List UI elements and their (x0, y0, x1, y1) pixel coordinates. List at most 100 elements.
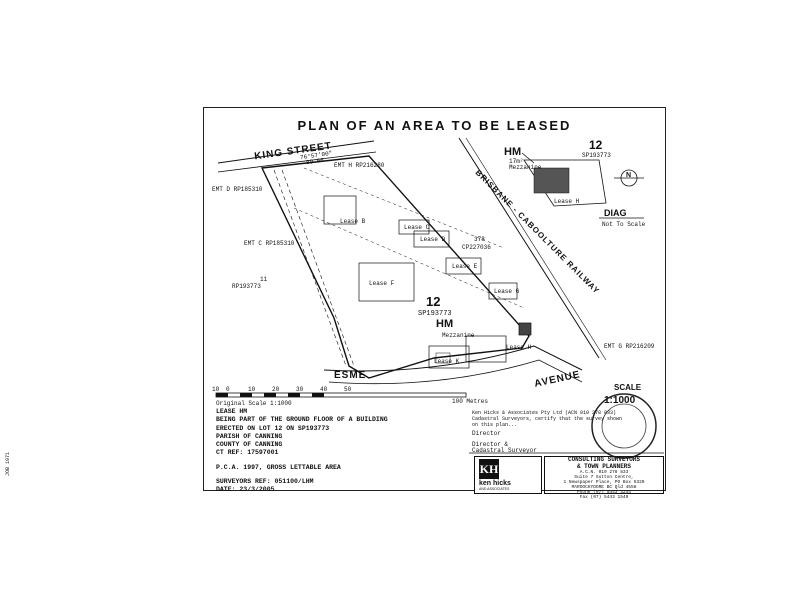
consultants-line: Phone (07) 5443 3244 (576, 490, 631, 495)
scale-bar-segment-2 (240, 393, 252, 397)
lease-k-sub (435, 352, 451, 364)
esme-avenue-line (323, 345, 583, 372)
scale-bar-segment (216, 393, 228, 397)
lot-11-label: 11 (260, 276, 268, 283)
easement-d-label: EMT D RP185310 (212, 186, 263, 193)
lease-k-building (428, 345, 470, 369)
certificate-line-1: Ken Hicks & Associates Pty Ltd (ACN 010 … (472, 410, 617, 416)
lease-info-line: BEING PART OF THE GROUND FLOOR OF A BUIL… (216, 416, 388, 424)
railway-line (458, 137, 600, 359)
diag-lot-label: 12 (589, 138, 603, 152)
consultants-line: 1 Newspaper Place, PO Box 5320 (563, 480, 645, 485)
logo-subtitle: AND ASSOCIATES (479, 487, 510, 491)
consultants-line: MAROOCHYDORE BC Qld 4558 (571, 485, 637, 490)
lot-12-plan-label: SP193773 (418, 310, 452, 318)
consultants-line: Fax (07) 5443 1549 (579, 495, 629, 500)
easement-line-2 (281, 169, 355, 367)
plan-sheet: PLAN OF AN AREA TO BE LEASED (203, 107, 666, 500)
easement-line-3 (293, 207, 525, 309)
easement-h-label: EMT H RP216280 (334, 162, 385, 169)
diag-plan-label: SP193773 (582, 152, 611, 159)
lot-12-boundary (260, 155, 530, 379)
certificate-line-2: Cadastral Surveyors, certify that the su… (472, 416, 623, 422)
lease-f-building (358, 262, 415, 302)
certificate-line-3: on this plan... (472, 422, 518, 428)
hm-label: HM (436, 318, 454, 330)
scale-bar (215, 392, 467, 398)
plan-title: PLAN OF AN AREA TO BE LEASED (297, 118, 572, 133)
lease-info-line: COUNTY OF CANNING (216, 441, 283, 449)
mezzanine-label: Mezzanine (442, 332, 475, 339)
company-logo: KH ken hicks AND ASSOCIATES (474, 456, 542, 494)
surveyors-ref: SURVEYORS REF: 051100/LHM (216, 478, 314, 486)
scale-tick-label: 10 (248, 386, 256, 393)
cadastral-surveyor-label: Cadastral Surveyor (472, 447, 537, 454)
scale-tick-label: 0 (226, 386, 230, 393)
scale-ratio: 1:1000 (604, 395, 636, 406)
scale-tick-label: 10 (212, 386, 220, 393)
company-seal (591, 393, 657, 459)
scale-tick-label: 40 (320, 386, 328, 393)
scale-label: SCALE (614, 383, 642, 392)
railway-line-2 (465, 137, 607, 361)
scale-bar-segment-5 (312, 393, 324, 397)
diag-hm-label: HM (504, 146, 522, 158)
scale-tick-label: 50 (344, 386, 352, 393)
lease-g-building (488, 282, 518, 300)
lease-info-line: PARISH OF CANNING (216, 432, 283, 440)
lease-h-label: Lease H (506, 344, 532, 351)
company-seal-inner (601, 403, 647, 449)
diag-mezz-area: 17m² (509, 158, 524, 165)
lease-d-building (413, 230, 450, 248)
easement-g-label: EMT G RP216209 (604, 343, 655, 350)
lot-12-label: 12 (426, 294, 441, 309)
lot-11-plan-label: RP193773 (232, 283, 261, 290)
diag-mezzanine: Mezzanine (509, 164, 542, 171)
scale-tick-label: 20 (272, 386, 280, 393)
north-arrow-label: N (626, 172, 632, 179)
diag-hm-arrow (521, 152, 535, 164)
esme-avenue-line-2 (328, 359, 583, 385)
consultants-line: A.C.N. 010 278 833 (579, 470, 629, 475)
lease-b-building (323, 195, 357, 225)
lease-c-label: Lease C (404, 224, 430, 231)
king-street-line (217, 140, 375, 164)
lease-h-building (465, 335, 507, 363)
lease-info-block: LEASE HM BEING PART OF THE GROUND FLOOR … (216, 408, 388, 495)
lease-info-line: CT REF: 17597001 (216, 449, 279, 457)
consultants-line: Suite 7 Sutton Centre, (574, 475, 634, 480)
original-scale-label: Original Scale 1:1000 (216, 400, 292, 407)
scale-bar-segment-3 (264, 393, 276, 397)
consultants-line: CONSULTING SURVEYORS (567, 456, 640, 463)
pca-line: P.C.A. 1997, GROSS LETTABLE AREA (216, 463, 341, 471)
lease-b-label: Lease B (340, 218, 366, 225)
lease-k-label: Lease K (434, 358, 460, 365)
diag-title: DIAG (604, 208, 627, 218)
consultants-line: & TOWN PLANNERS (576, 462, 631, 470)
lease-e-label: Lease E (452, 263, 478, 270)
side-note: JOB 1971 (5, 451, 11, 476)
king-street-line-2 (217, 151, 377, 173)
lease-info-line: ERECTED ON LOT 12 ON SP193773 (216, 424, 330, 432)
easement-c-label: EMT C RP185310 (244, 240, 295, 247)
hm-building (518, 322, 532, 336)
lease-d-label: Lease D (420, 236, 446, 243)
director-label: Director (472, 430, 501, 437)
diag-hm-area (533, 167, 570, 194)
scale-tick-label: 100 Metres (452, 398, 489, 405)
esme-label: ESME (334, 370, 367, 381)
director-label-2: Director & (472, 441, 509, 448)
lease-e-building (445, 257, 482, 275)
lease-f-label: Lease F (369, 280, 395, 287)
consultants-block: CONSULTING SURVEYORS & TOWN PLANNERS A.C… (544, 456, 664, 500)
lot-378-label: 378 (474, 236, 485, 243)
scale-tick-label: 30 (296, 386, 304, 393)
logo-name: ken hicks (479, 480, 511, 487)
diag-lease-label: Lease H (554, 198, 580, 205)
logo-mark: KH (479, 459, 499, 479)
lease-g-label: Lease G (494, 288, 520, 295)
lot-378-plan-label: CP227036 (462, 244, 491, 251)
scale-bar-segment-4 (288, 393, 300, 397)
lease-info-line: LEASE HM (216, 408, 248, 415)
plan-date: DATE: 23/3/2005 (216, 486, 275, 494)
